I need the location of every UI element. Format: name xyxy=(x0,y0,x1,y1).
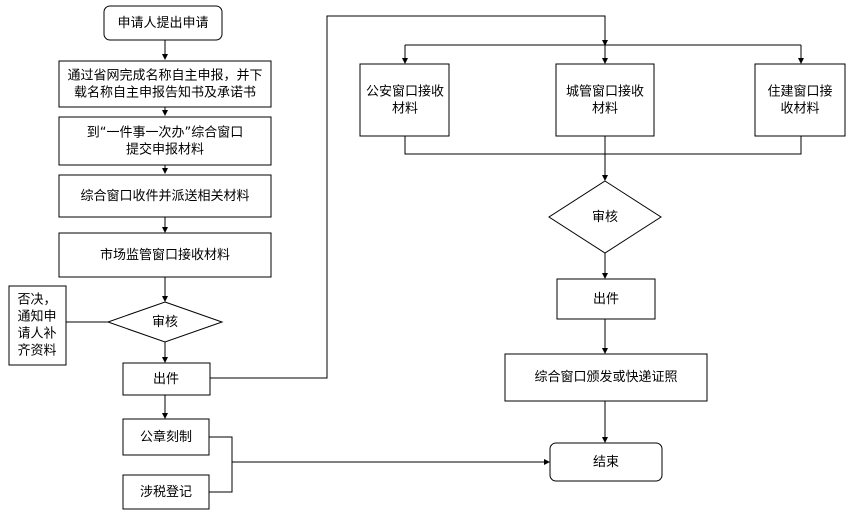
node-label-line: 到“一件事一次办”综合窗口 xyxy=(87,124,243,140)
node-reject-shape xyxy=(8,285,67,366)
connector-police-merge xyxy=(404,136,802,155)
node-label-line: 公安窗口接收 xyxy=(366,83,444,99)
node-seal-label: 公章刻制 xyxy=(140,429,192,445)
node-housing-label: 住建窗口接收材料 xyxy=(767,83,832,116)
node-label-line: 住建窗口接 xyxy=(767,83,832,99)
node-dispatch: 综合窗口收件并派送相关材料 xyxy=(58,174,272,218)
node-issue1-label: 出件 xyxy=(153,372,179,387)
node-label-line: 载名称自主申报告知书及承诺书 xyxy=(74,84,256,100)
node-review1: 审核 xyxy=(106,301,224,343)
node-urban: 城管窗口接收材料 xyxy=(555,63,655,137)
node-label-line: 提交申报材料 xyxy=(126,141,204,157)
node-end-shape xyxy=(549,442,663,482)
connectors xyxy=(66,15,804,493)
node-tax: 涉税登记 xyxy=(122,474,210,510)
arrowhead xyxy=(162,413,168,419)
node-label-line: 审核 xyxy=(592,210,618,225)
node-issue2-label: 出件 xyxy=(593,292,619,307)
node-market-label: 市场监管窗口接收材料 xyxy=(100,247,230,263)
node-review1-label: 审核 xyxy=(152,315,178,330)
node-police: 公安窗口接收材料 xyxy=(359,63,450,137)
node-urban-shape xyxy=(555,63,655,137)
node-review2-shape xyxy=(548,180,662,254)
arrowhead xyxy=(162,357,168,363)
node-label-line: 出件 xyxy=(593,292,619,307)
node-online-label: 通过省网完成名称自主申报，并下载名称自主申报告知书及承诺书 xyxy=(67,67,262,100)
arrowhead xyxy=(602,437,608,443)
node-issue2: 出件 xyxy=(556,278,656,320)
node-label-line: 通知申 xyxy=(17,308,56,324)
connector-seal-tax-merge xyxy=(209,436,233,493)
node-submit-label: 到“一件事一次办”综合窗口提交申报材料 xyxy=(87,124,243,157)
node-housing-shape xyxy=(754,63,846,137)
node-deliver-shape xyxy=(504,353,708,402)
node-label-line: 申请人提出申请 xyxy=(117,15,208,31)
node-reject-label: 否决，通知申请人补齐资料 xyxy=(17,292,56,358)
node-label-line: 公章刻制 xyxy=(140,429,192,445)
node-seal-shape xyxy=(122,418,210,456)
node-label-line: 涉税登记 xyxy=(140,485,192,500)
node-market: 市场监管窗口接收材料 xyxy=(58,232,272,278)
node-market-shape xyxy=(58,232,272,278)
node-tax-shape xyxy=(122,474,210,510)
node-seal: 公章刻制 xyxy=(122,418,210,456)
node-label-line: 齐资料 xyxy=(17,342,56,358)
node-issue1-shape xyxy=(122,362,211,396)
node-label-line: 审核 xyxy=(152,315,178,330)
node-label-line: 综合窗口收件并派送相关材料 xyxy=(80,188,249,204)
node-label-line: 城管窗口接收 xyxy=(566,83,644,99)
node-label-line: 材料 xyxy=(592,101,618,116)
node-police-label: 公安窗口接收材料 xyxy=(366,83,444,116)
node-review2: 审核 xyxy=(548,180,662,254)
node-tax-label: 涉税登记 xyxy=(140,485,192,500)
arrowhead xyxy=(544,459,550,465)
arrowhead xyxy=(602,348,608,354)
node-issue1: 出件 xyxy=(122,362,211,396)
node-start-shape xyxy=(103,5,223,41)
node-end-label: 结束 xyxy=(593,455,619,470)
node-label-line: 市场监管窗口接收材料 xyxy=(100,247,230,263)
node-online-shape xyxy=(58,60,272,108)
arrowhead xyxy=(162,227,168,233)
node-label-line: 请人补 xyxy=(17,326,56,341)
arrowhead xyxy=(602,40,608,46)
connector-issue1-right xyxy=(210,15,606,379)
node-label-line: 通过省网完成名称自主申报，并下 xyxy=(67,67,262,83)
arrowhead xyxy=(602,175,608,181)
node-start-label: 申请人提出申请 xyxy=(117,15,208,31)
arrowhead xyxy=(162,168,168,174)
node-police-shape xyxy=(359,63,450,137)
node-dispatch-label: 综合窗口收件并派送相关材料 xyxy=(80,188,249,204)
node-submit: 到“一件事一次办”综合窗口提交申报材料 xyxy=(58,116,272,166)
arrowhead xyxy=(602,58,608,64)
node-review2-label: 审核 xyxy=(592,210,618,225)
arrowhead xyxy=(162,296,168,302)
node-label-line: 出件 xyxy=(153,372,179,387)
node-issue2-shape xyxy=(556,278,656,320)
arrowhead xyxy=(162,54,168,60)
arrowhead xyxy=(602,273,608,279)
node-submit-shape xyxy=(58,116,272,166)
node-end: 结束 xyxy=(549,442,663,482)
arrowhead xyxy=(162,110,168,116)
arrowhead xyxy=(798,58,804,64)
arrowhead xyxy=(402,58,408,64)
node-deliver-label: 综合窗口颁发或快递证照 xyxy=(534,369,677,385)
node-label-line: 材料 xyxy=(392,101,418,116)
node-review1-shape xyxy=(106,301,224,343)
node-deliver: 综合窗口颁发或快递证照 xyxy=(504,353,708,402)
node-label-line: 结束 xyxy=(593,455,619,470)
node-online: 通过省网完成名称自主申报，并下载名称自主申报告知书及承诺书 xyxy=(58,60,272,108)
node-label-line: 收材料 xyxy=(780,101,819,116)
node-dispatch-shape xyxy=(58,174,272,218)
node-urban-label: 城管窗口接收材料 xyxy=(566,83,644,116)
node-start: 申请人提出申请 xyxy=(103,5,223,41)
node-label-line: 综合窗口颁发或快递证照 xyxy=(534,369,677,385)
node-housing: 住建窗口接收材料 xyxy=(754,63,846,137)
node-reject: 否决，通知申请人补齐资料 xyxy=(8,285,67,366)
node-label-line: 否决， xyxy=(17,292,56,307)
